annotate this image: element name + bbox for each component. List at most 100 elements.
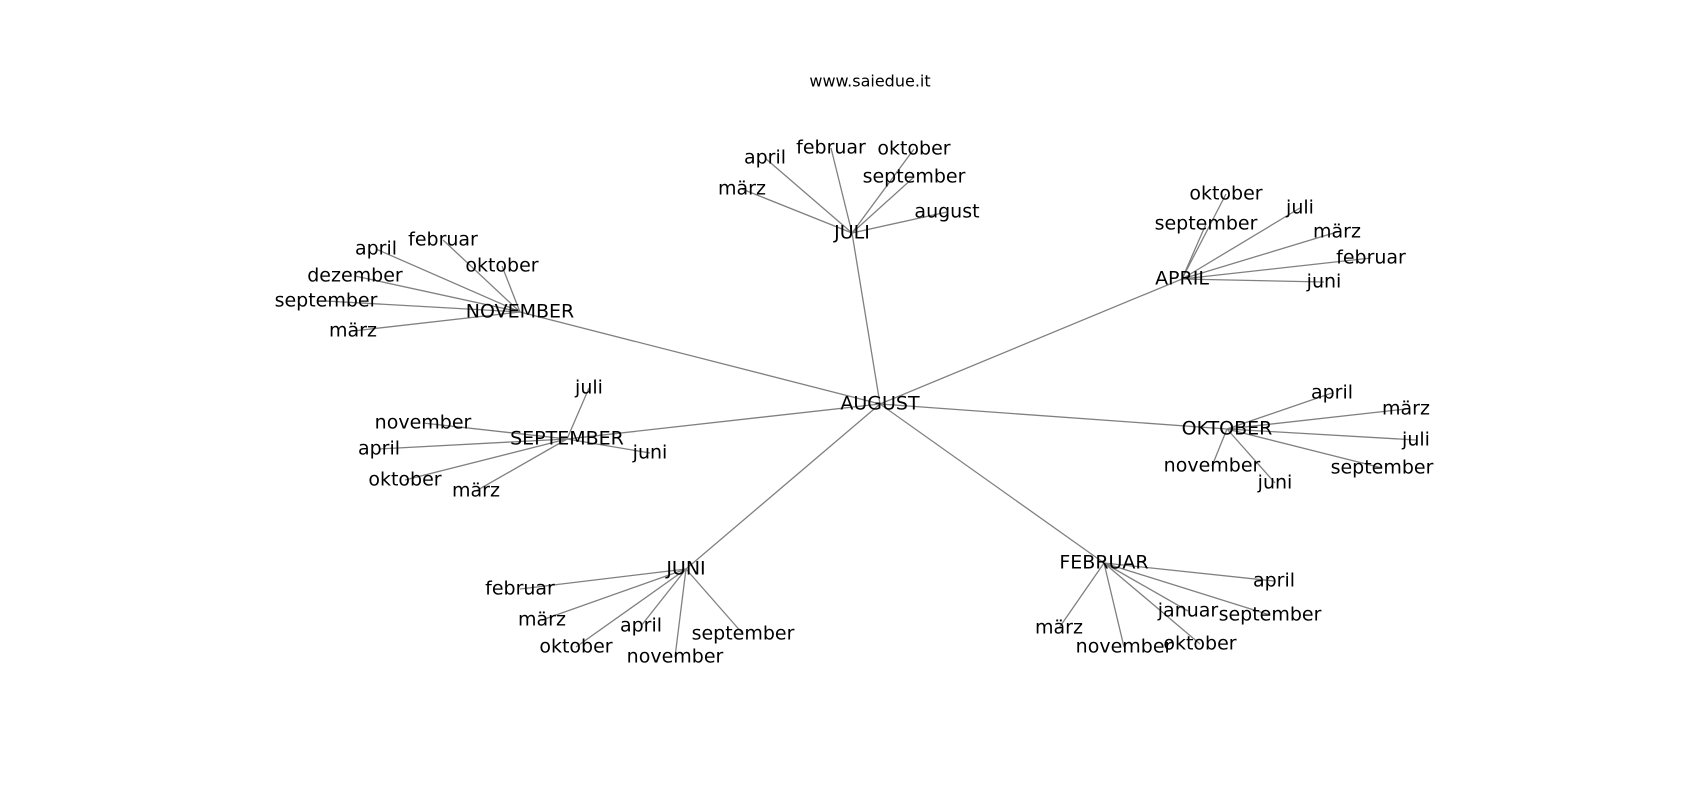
edge-april-juli <box>1181 207 1301 280</box>
edge-september-november <box>422 422 568 440</box>
hub-node-september: SEPTEMBER <box>510 428 624 450</box>
leaf-node-oktober-november: november <box>1164 455 1261 477</box>
leaf-node-april-oktober: oktober <box>1189 183 1262 205</box>
edge-september-juli <box>566 387 590 440</box>
edge-juli-august <box>851 211 948 234</box>
edge-november-april <box>375 248 521 313</box>
leaf-node-juli-april: april <box>744 147 786 169</box>
leaf-node-april-juli: juli <box>1285 197 1314 219</box>
label-layer: AUGUST JULI april februar oktober märz septemb… <box>275 137 1434 668</box>
edge-februar-april <box>1103 562 1275 582</box>
leaf-node-november-februar: februar <box>408 229 478 251</box>
edge-oktober-november <box>1211 428 1228 467</box>
edge-september-april <box>378 438 568 450</box>
leaf-node-juni-april: april <box>620 615 662 637</box>
edge-februar-november <box>1103 562 1125 648</box>
edge-september-oktober <box>404 438 568 481</box>
leaf-node-april-juni: juni <box>1306 271 1342 293</box>
edge-august-juni <box>685 403 881 570</box>
edge-juli-oktober <box>851 148 915 234</box>
edge-juni-februar <box>519 568 687 590</box>
edge-juli-februar <box>830 147 853 234</box>
leaf-node-juni-november: november <box>627 646 724 668</box>
leaf-node-juli-maerz: märz <box>718 178 766 200</box>
hub-node-april: APRIL <box>1155 268 1209 290</box>
edge-april-juni <box>1181 278 1325 283</box>
watermark-text: www.saiedue.it <box>809 72 930 91</box>
edge-august-september <box>566 403 881 440</box>
leaf-node-september-juni: juni <box>632 442 668 464</box>
edge-april-september <box>1181 223 1207 280</box>
hub-node-februar: FEBRUAR <box>1059 552 1148 574</box>
center-node-label: AUGUST <box>840 393 920 415</box>
leaf-node-juni-oktober: oktober <box>539 636 612 658</box>
leaf-node-februar-september: september <box>1219 604 1322 626</box>
leaf-node-juli-september: september <box>863 166 966 188</box>
edge-juni-april <box>640 568 687 627</box>
hub-node-juni: JUNI <box>665 558 705 580</box>
edge-september-juni <box>566 438 651 454</box>
leaf-node-november-april: april <box>355 238 397 260</box>
edge-oktober-april <box>1226 392 1333 430</box>
hub-node-november: NOVEMBER <box>466 301 574 323</box>
leaf-node-juni-september: september <box>692 623 795 645</box>
leaf-node-november-september: september <box>275 290 378 312</box>
edge-juli-april <box>764 157 853 234</box>
edge-august-februar <box>879 403 1105 564</box>
leaf-node-juni-maerz: märz <box>518 609 566 631</box>
leaf-node-oktober-juni: juni <box>1257 472 1293 494</box>
leaf-node-juli-oktober: oktober <box>877 138 950 160</box>
leaf-node-november-maerz: märz <box>329 320 377 342</box>
leaf-node-april-september: september <box>1155 213 1258 235</box>
edge-oktober-juni <box>1226 428 1276 484</box>
leaf-node-september-april: april <box>358 438 400 460</box>
edge-juni-november <box>674 568 687 658</box>
hub-node-juli: JULI <box>833 222 870 244</box>
leaf-node-februar-januar: januar <box>1157 600 1219 622</box>
edge-februar-maerz <box>1058 562 1105 629</box>
edge-august-april <box>879 278 1183 405</box>
edge-september-maerz <box>475 438 568 492</box>
leaf-node-oktober-april: april <box>1311 382 1353 404</box>
edge-oktober-september <box>1226 428 1383 469</box>
leaf-node-februar-maerz: märz <box>1035 617 1083 639</box>
edge-november-september <box>325 300 521 313</box>
edge-juli-maerz <box>741 188 853 234</box>
edge-oktober-maerz <box>1226 408 1407 430</box>
edge-august-november <box>519 311 881 405</box>
leaf-node-februar-april: april <box>1253 570 1295 592</box>
edge-august-oktober <box>879 403 1228 430</box>
edge-februar-januar <box>1103 562 1189 612</box>
edge-april-maerz <box>1181 231 1338 280</box>
leaf-node-oktober-juli: juli <box>1401 429 1430 451</box>
leaf-node-april-maerz: märz <box>1313 221 1361 243</box>
edge-november-maerz <box>352 311 521 332</box>
edge-juni-september <box>685 568 744 635</box>
hub-node-oktober: OKTOBER <box>1182 418 1273 440</box>
leaf-node-februar-november: november <box>1076 636 1173 658</box>
edge-juni-oktober <box>575 568 687 648</box>
leaf-node-juli-august: august <box>914 201 979 223</box>
leaf-node-april-februar: februar <box>1336 247 1406 269</box>
edge-april-februar <box>1181 257 1372 280</box>
edge-november-dezember <box>354 275 521 313</box>
edge-november-oktober <box>501 265 521 313</box>
edge-november-februar <box>442 239 521 313</box>
leaf-node-februar-oktober: oktober <box>1163 633 1236 655</box>
leaf-node-november-dezember: dezember <box>307 265 403 287</box>
edge-juli-september <box>851 176 915 234</box>
leaf-node-september-maerz: märz <box>452 480 500 502</box>
edge-februar-oktober <box>1103 562 1201 645</box>
edge-juni-maerz <box>541 568 687 621</box>
edge-august-juli <box>851 232 881 405</box>
leaf-node-juli-februar: februar <box>796 137 866 159</box>
edge-layer <box>325 147 1417 658</box>
leaf-node-oktober-september: september <box>1331 457 1434 479</box>
edge-april-oktober <box>1181 193 1227 280</box>
edge-februar-september <box>1103 562 1271 616</box>
leaf-node-september-november: november <box>375 412 472 434</box>
leaf-node-september-oktober: oktober <box>368 469 441 491</box>
leaf-node-juni-februar: februar <box>485 578 555 600</box>
leaf-node-november-oktober: oktober <box>465 255 538 277</box>
